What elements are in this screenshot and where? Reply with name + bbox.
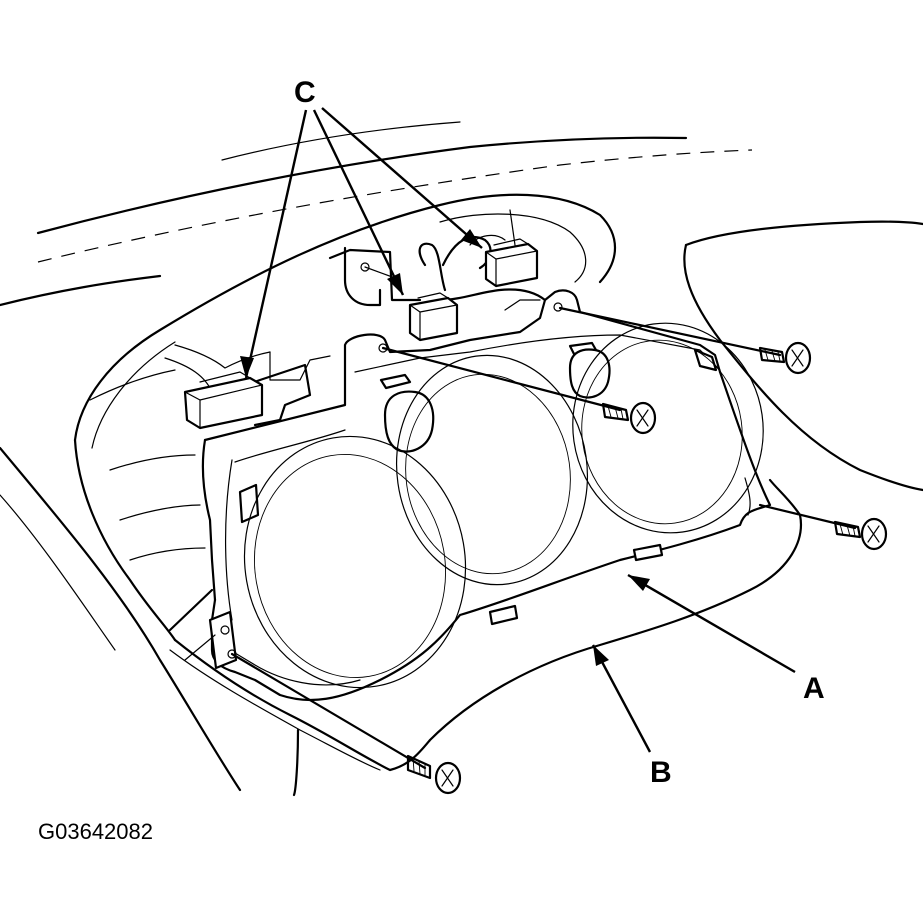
callout-c-label: C	[294, 76, 316, 109]
screw-upper-right	[558, 306, 812, 375]
dashboard-outline	[0, 121, 923, 797]
gauge-assembly	[201, 262, 772, 702]
callout-c-leaders	[240, 107, 483, 379]
meter-hood	[73, 193, 617, 642]
connector-center	[408, 292, 459, 342]
connector-left	[183, 371, 264, 430]
callout-b-leader	[591, 644, 652, 753]
figure-id: G03642082	[38, 819, 153, 844]
screw-lower-left	[230, 652, 462, 795]
screw-middle	[381, 346, 657, 435]
callout-a-label: A	[803, 672, 825, 705]
meter-visor	[168, 478, 802, 772]
callout-b-label: B	[650, 756, 672, 789]
screws	[230, 266, 888, 795]
connector-right	[484, 238, 539, 288]
screw-right	[758, 503, 888, 551]
callout-a-leader	[627, 573, 796, 674]
